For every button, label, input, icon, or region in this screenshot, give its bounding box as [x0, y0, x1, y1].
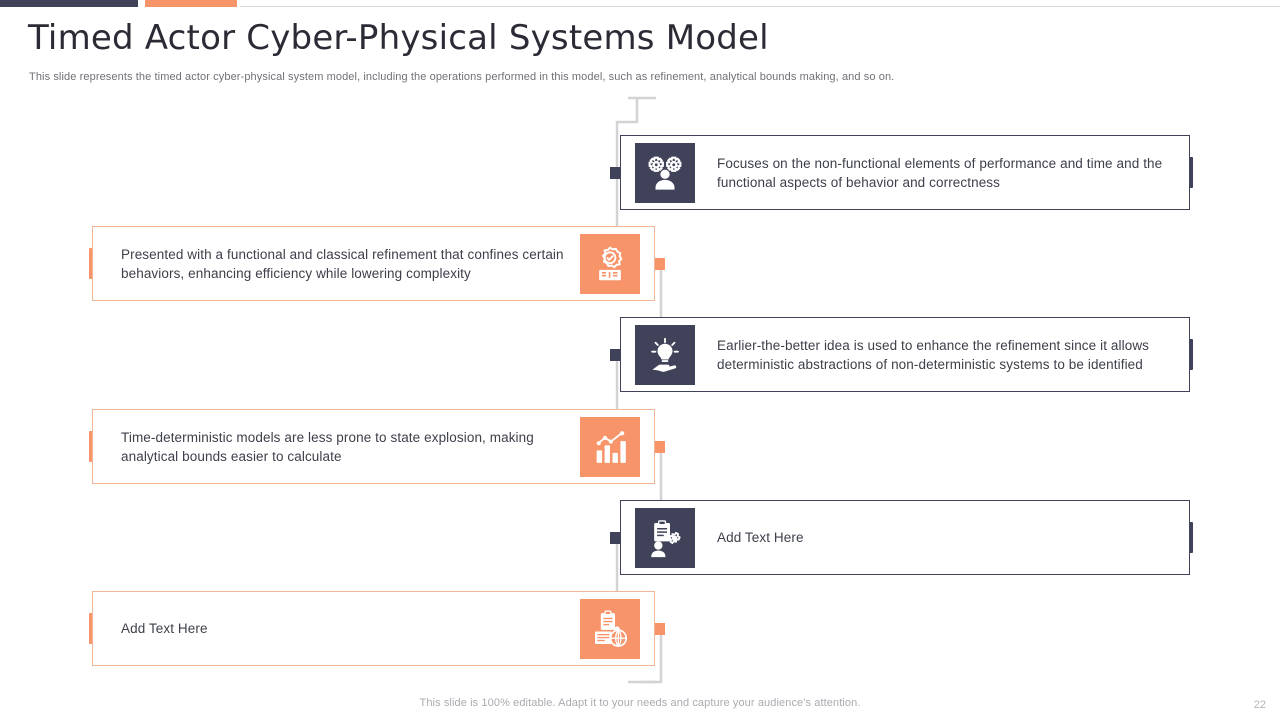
top-accent-bar-navy [0, 0, 138, 7]
list-item-text: Earlier-the-better idea is used to enhan… [717, 337, 1150, 372]
gear-badge-book-icon [580, 233, 640, 294]
connector-marker [610, 166, 622, 179]
list-item[interactable]: Presented with a functional and classica… [89, 226, 665, 301]
list-item[interactable]: Add Text Here [89, 591, 665, 666]
connector-marker [610, 531, 622, 544]
lightbulb-hand-icon [635, 324, 695, 385]
documents-gear-icon [580, 598, 640, 659]
top-rule-line [240, 6, 1280, 7]
page-title: Timed Actor Cyber-Physical Systems Model [28, 18, 769, 58]
people-gears-icon [635, 142, 695, 203]
list-item-text: Add Text Here [717, 530, 804, 545]
list-item-text: Presented with a functional and classica… [121, 246, 564, 281]
connector-marker [653, 622, 665, 635]
bar-chart-growth-icon [580, 416, 640, 477]
page-number: 22 [1253, 699, 1266, 711]
connector-marker [653, 440, 665, 453]
list-item[interactable]: Earlier-the-better idea is used to enhan… [610, 317, 1193, 392]
list-item-text: Focuses on the non-functional elements o… [717, 155, 1163, 190]
list-item-text: Add Text Here [121, 621, 208, 636]
person-clipboard-gear-icon [635, 507, 695, 568]
connector-marker [610, 348, 622, 361]
list-item-text: Time-deterministic models are less prone… [121, 429, 534, 464]
list-item[interactable]: Add Text Here [610, 500, 1193, 575]
connector-marker [653, 257, 665, 270]
footer-note: This slide is 100% editable. Adapt it to… [419, 697, 861, 709]
list-item[interactable]: Time-deterministic models are less prone… [89, 409, 665, 484]
page-subtitle: This slide represents the timed actor cy… [29, 71, 895, 83]
list-item[interactable]: Focuses on the non-functional elements o… [610, 135, 1193, 210]
top-accent-bar-orange [145, 0, 237, 7]
